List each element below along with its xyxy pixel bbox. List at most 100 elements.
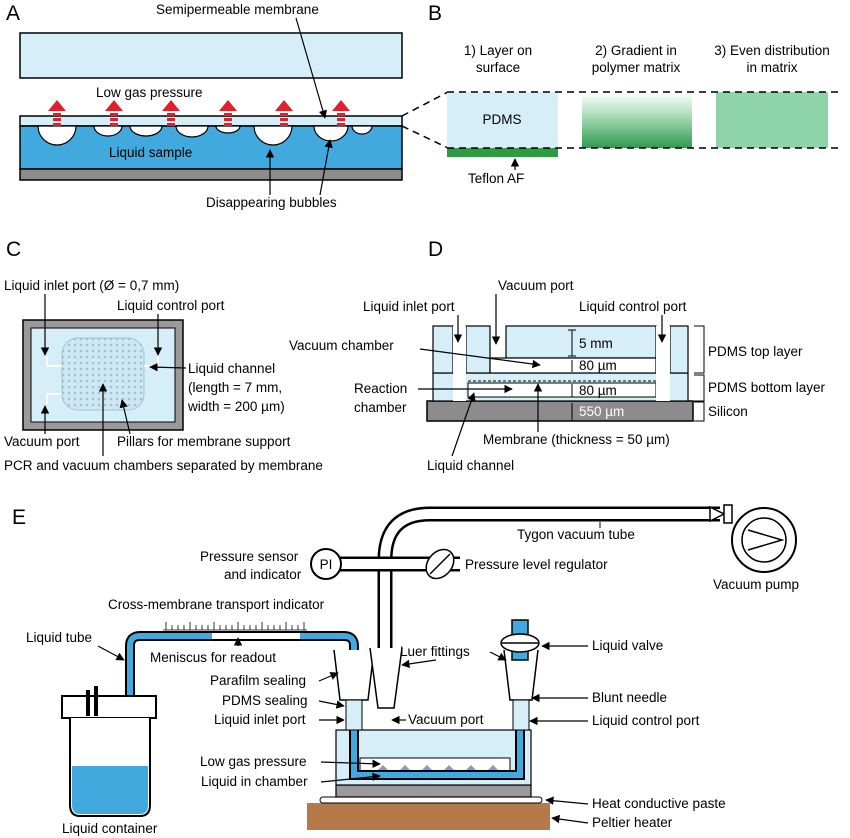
liquid-tube	[125, 631, 525, 800]
low-gas-label: Low gas pressure	[96, 85, 203, 100]
pdms-sealing-label: PDMS sealing	[222, 693, 308, 708]
peltier-heater	[307, 803, 550, 830]
red-arrow-icon	[105, 100, 123, 126]
c-pillars-label: Pillars for membrane support	[117, 434, 291, 449]
teflon-label: Teflon AF	[468, 171, 524, 186]
d-inlet-port-bore	[453, 326, 466, 401]
parafilm-label: Parafilm sealing	[210, 673, 306, 688]
pressure-label-2: and indicator	[224, 567, 302, 582]
d-pdms-top-left	[432, 325, 454, 374]
panel-a: A	[6, 2, 449, 210]
pressure-indicator-icon	[310, 548, 342, 580]
container-lid	[61, 695, 157, 719]
paste-label: Heat conductive paste	[592, 796, 726, 811]
pdms-label: PDMS	[482, 112, 521, 127]
d-dim-5mm: 5 mm	[579, 336, 613, 351]
blunt-label: Blunt needle	[592, 690, 667, 705]
d-dim-550: 550 µm	[579, 404, 624, 419]
vacuum-channel	[46, 393, 62, 404]
d-reaction-label-1: Reaction	[354, 381, 407, 396]
luer-label: Luer fittings	[400, 644, 470, 659]
peltier-label: Peltier heater	[592, 815, 673, 830]
c-caption: PCR and vacuum chambers separated by mem…	[4, 458, 323, 473]
liquid-valve-icon	[500, 619, 540, 661]
semipermeable-label: Semipermeable membrane	[156, 2, 319, 17]
gas-layer	[19, 32, 403, 79]
bubbles-label: Disappearing bubbles	[206, 195, 337, 210]
panel-a-letter: A	[6, 2, 20, 25]
bubble	[351, 125, 373, 135]
bubble	[37, 125, 77, 146]
panel-e: E Vacuum pump Tygon vacuum tube	[12, 504, 799, 836]
pressure-regulator-icon	[425, 548, 455, 580]
e-control-label: Liquid control port	[592, 713, 700, 728]
gradient-block	[582, 92, 692, 148]
bubble	[93, 125, 123, 137]
inlet-pdms-seal	[345, 699, 363, 731]
c-vacuum-port-label: Vacuum port	[4, 434, 80, 449]
c-channel-label-3: width = 200 µm)	[187, 399, 285, 414]
regulator-label: Pressure level regulator	[465, 557, 608, 572]
red-arrow-icon	[219, 100, 237, 126]
liquid-channel-right	[144, 356, 159, 367]
col3-title-line1: 3) Even distribution	[714, 43, 830, 58]
red-arrow-icon	[332, 100, 350, 126]
control-pdms-seal	[512, 699, 530, 731]
valve-label: Liquid valve	[592, 638, 663, 653]
e-vacuum-port-label: Vacuum port	[408, 712, 484, 727]
liquid-tube-label: Liquid tube	[26, 630, 92, 645]
d-pdms-bottom-label: PDMS bottom layer	[708, 380, 826, 395]
d-silicon	[426, 400, 694, 422]
container-label: Liquid container	[62, 821, 158, 836]
d-silicon-label: Silicon	[708, 404, 748, 419]
red-arrow-icon	[48, 100, 66, 126]
red-arrow-icon	[275, 100, 293, 126]
d-pdms-top-right	[669, 325, 689, 374]
pressure-label-1: Pressure sensor	[200, 549, 299, 564]
pump-label: Vacuum pump	[713, 577, 799, 592]
col2-title-line1: 2) Gradient in	[595, 43, 677, 58]
liquid-container	[61, 686, 157, 817]
d-control-port-bore	[656, 326, 670, 401]
meniscus-label: Meniscus for readout	[150, 650, 276, 665]
d-control-label: Liquid control port	[579, 299, 687, 314]
d-vacuum-port-label: Vacuum port	[498, 278, 574, 293]
teflon-layer	[447, 148, 558, 157]
vacuum-fitting	[369, 647, 403, 709]
bubble	[215, 125, 241, 134]
even-block	[716, 92, 828, 148]
c-inlet-label: Liquid inlet port (Ø = 0,7 mm)	[4, 278, 179, 293]
col1-title-line2: surface	[476, 60, 520, 75]
transport-ruler	[163, 622, 307, 631]
col1-title-line1: 1) Layer on	[464, 43, 532, 58]
c-channel-label-1: Liquid channel	[188, 361, 275, 376]
e-inlet-label: Liquid inlet port	[214, 712, 306, 727]
gas-flow-arrows	[48, 100, 350, 126]
d-dim-80a: 80 µm	[579, 358, 617, 373]
pi-label: PI	[320, 557, 333, 572]
liquid-chamber-label: Liquid in chamber	[201, 774, 308, 789]
panel-d-letter: D	[428, 238, 443, 261]
panel-b-letter: B	[428, 2, 442, 25]
panel-c-letter: C	[6, 238, 21, 261]
col3-title-line2: in matrix	[746, 60, 797, 75]
panel-e-letter: E	[12, 506, 26, 529]
d-reaction-chamber	[467, 382, 657, 398]
red-arrow-icon	[162, 100, 180, 126]
bubble	[129, 125, 163, 137]
col2-title-line2: polymer matrix	[592, 60, 681, 75]
inlet-fitting	[333, 649, 375, 701]
transport-label: Cross-membrane transport indicator	[108, 597, 325, 612]
d-inlet-label: Liquid inlet port	[363, 299, 455, 314]
e-silicon	[335, 784, 532, 798]
d-membrane-label: Membrane (thickness = 50 µm)	[483, 432, 670, 447]
d-dim-80b: 80 µm	[579, 383, 617, 398]
d-pdms-top-label: PDMS top layer	[708, 344, 803, 359]
d-vacuum-chamber	[489, 357, 657, 374]
liquid-sample-label: Liquid sample	[109, 145, 192, 160]
panel-c: C Liquid inlet port (Ø = 0,7 mm) Liquid …	[4, 238, 323, 473]
panel-d: D 5 mm 80 µm 80 µm 550	[289, 238, 826, 473]
d-vacuum-chamber-label: Vacuum chamber	[289, 338, 394, 353]
bubbles	[37, 125, 373, 146]
